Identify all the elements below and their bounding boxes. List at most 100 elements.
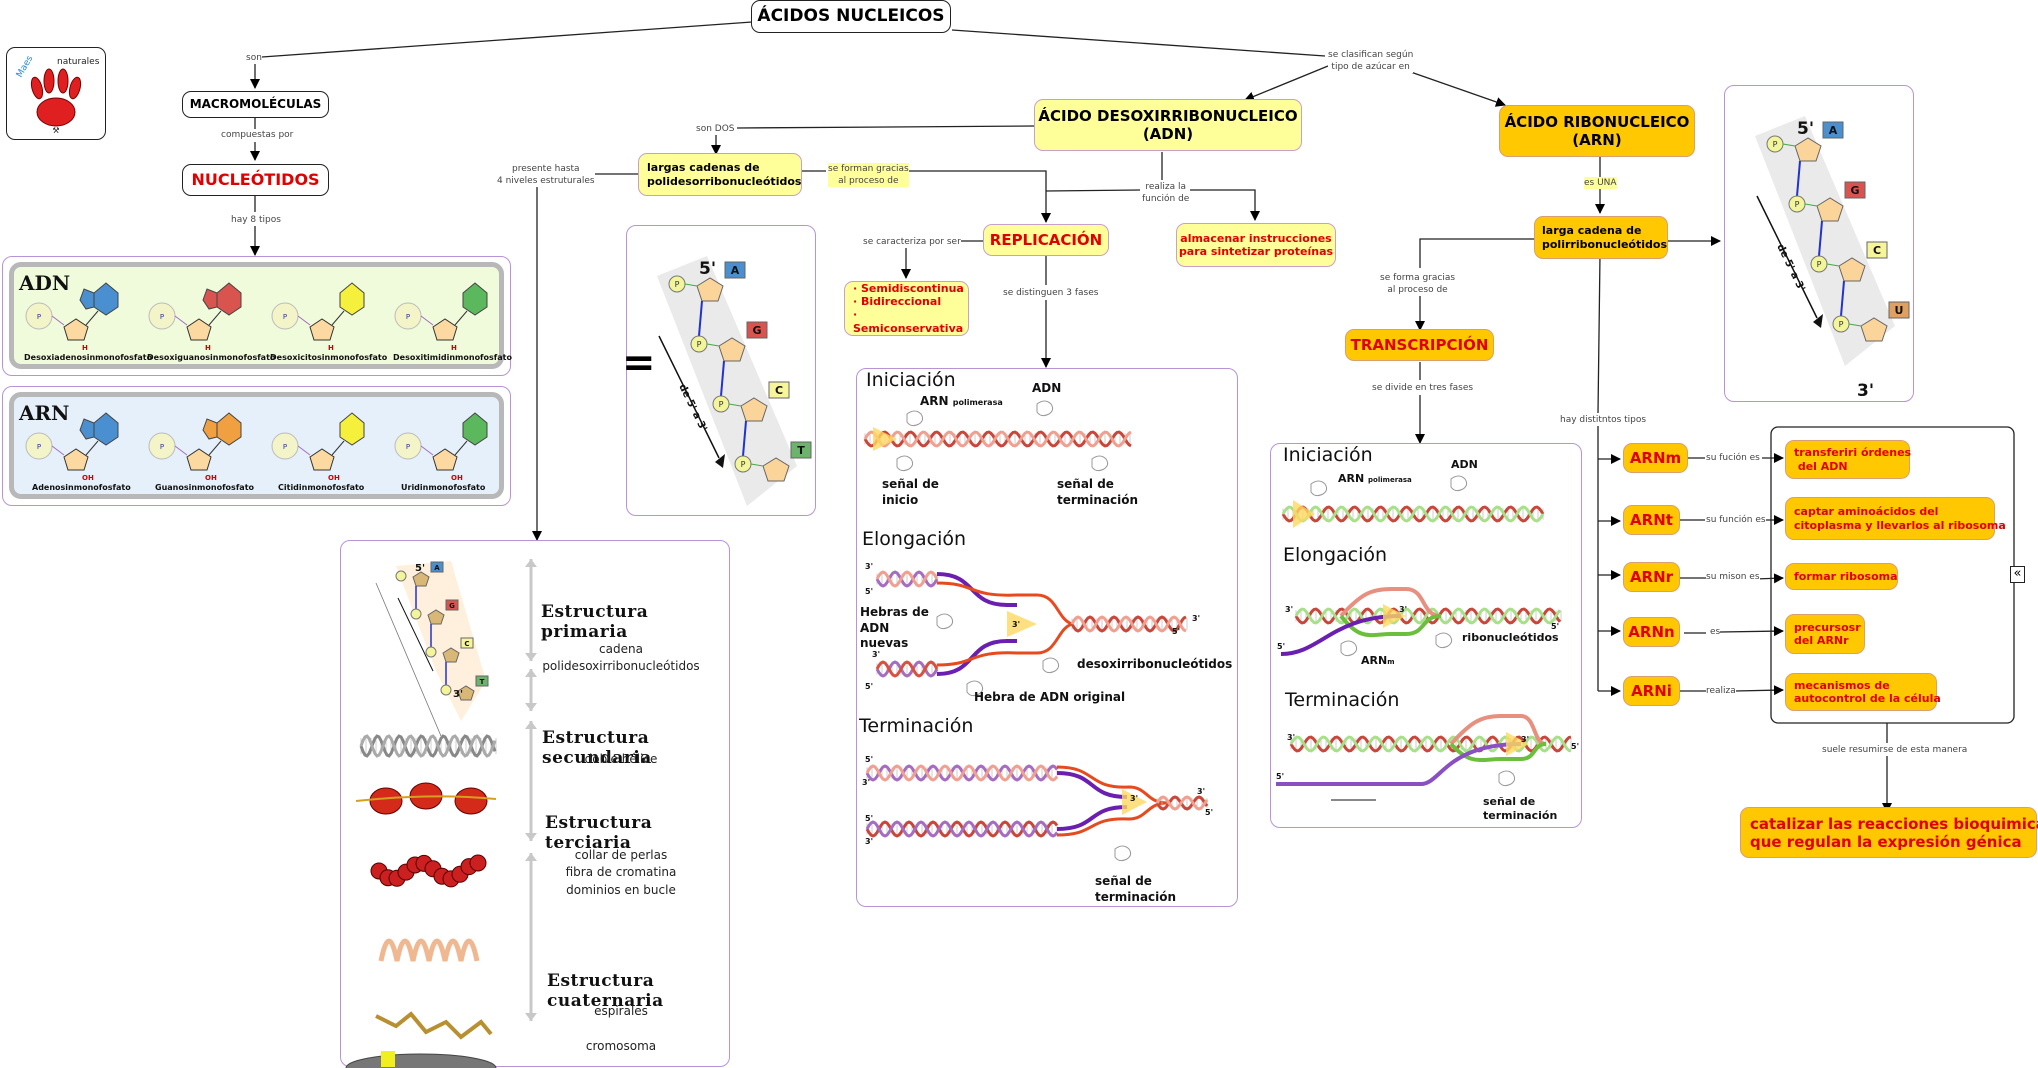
caracteristicas-node[interactable]: · Semidiscontinua · Bidireccional · Semi… — [844, 281, 969, 336]
base-letter: C — [1873, 244, 1881, 257]
original-strand — [1056, 765, 1168, 805]
arn-type-function[interactable]: captar aminoácidos del citoplasma y llev… — [1785, 497, 2006, 540]
pointing-hand-icon — [936, 613, 954, 630]
base-letter: C — [464, 640, 469, 648]
nucleosome-icon — [369, 787, 403, 815]
phosphate-icon — [425, 646, 437, 658]
helix-strand — [875, 660, 939, 678]
strand-shadow — [657, 256, 797, 506]
base-c-icon — [768, 381, 790, 399]
pointing-hand-icon — [896, 455, 914, 472]
arrow-head-icon — [1813, 314, 1823, 328]
arn-type-function[interactable]: formar ribosoma — [1785, 563, 1898, 590]
helix-strand — [1070, 615, 1187, 633]
arn-type-arnm[interactable]: ARNm — [1623, 443, 1688, 473]
base-t-icon — [475, 675, 489, 687]
cadena-arn-node[interactable]: larga cadena de polirribonucleótidos — [1534, 216, 1668, 259]
zoom-line — [375, 582, 442, 737]
coding-strand — [1339, 614, 1442, 638]
nucleotide-heading: ARN — [19, 401, 70, 425]
resumen-node[interactable]: catalizar las reacciones bioquimicas que… — [1740, 807, 2038, 858]
transcripcion-node[interactable]: TRANSCRIPCIÓN — [1345, 329, 1494, 361]
arn-node[interactable]: ÁCIDO RIBONUCLEICO (ARN) — [1499, 105, 1695, 157]
end-label: 5' — [1277, 642, 1285, 651]
arn-type-arnr[interactable]: ARNr — [1623, 562, 1680, 592]
almacenar-node[interactable]: almacenar instrucciones para sintetizar … — [1176, 223, 1336, 267]
end-label: 5' — [1571, 742, 1579, 751]
arn-type-arnt[interactable]: ARNt — [1623, 505, 1680, 535]
sugar-icon — [186, 448, 212, 471]
base-letter: A — [1829, 124, 1838, 137]
end-label: 3' — [872, 650, 880, 659]
link-tres-fases: se divide en tres fases — [1372, 382, 1474, 395]
pointing-hand-icon — [1435, 632, 1453, 649]
base-ring-icon — [339, 282, 365, 316]
coil-icon — [375, 1011, 493, 1040]
arn-type-link: su mison es — [1706, 571, 1760, 584]
sugar-icon — [63, 318, 89, 341]
hebra-original-label: Hebra de ADN original — [974, 690, 1126, 704]
sugar-icon — [1838, 257, 1866, 282]
base-ring-icon — [216, 412, 242, 446]
collapse-button[interactable]: « — [2010, 566, 2025, 583]
nucleotide-name: Desoxiguanosinmonofosfato — [147, 353, 276, 362]
adn-title: ÁCIDO DESOXIRRIBONUCLEICO (ADN) — [1038, 107, 1298, 143]
sugar-mark: H — [328, 344, 334, 352]
pointing-hand-icon — [1036, 400, 1054, 417]
sugar-mark: OH — [205, 474, 217, 482]
adn-label: ADN — [1451, 458, 1478, 471]
pointing-hand-icon — [906, 410, 924, 427]
adn-node[interactable]: ÁCIDO DESOXIRRIBONUCLEICO (ADN) — [1034, 99, 1302, 151]
end-label: 3' — [1192, 614, 1200, 623]
nucleotide-name: Uridinmonofosfato — [401, 483, 486, 492]
title-text: ÁCIDOS NUCLEICOS — [757, 6, 945, 27]
sugar-icon — [309, 448, 335, 471]
resumen-text: catalizar las reacciones bioquimicas que… — [1750, 814, 2038, 851]
nucleotide-name: Citidinmonofosfato — [278, 483, 365, 492]
base-ring-icon — [462, 412, 488, 446]
mrna-strand — [1276, 742, 1522, 786]
three-prime-label: 3' — [1857, 381, 1874, 401]
original-strand — [1056, 801, 1168, 837]
phosphate-icon — [395, 570, 407, 582]
link-3-fases: se distinguen 3 fases — [1003, 287, 1099, 300]
macromoleculas-node[interactable]: MACROMOLÉCULAS — [182, 91, 329, 118]
arn-type-function[interactable]: transferiri órdenes del ADN — [1785, 440, 1911, 479]
svg-text:P: P — [1773, 140, 1778, 149]
level-desc: collar de perlas fibra de cromatina domi… — [565, 848, 677, 897]
arn-type-function[interactable]: mecanismos de autocontrol de la célula — [1785, 673, 1941, 711]
new-strand — [1056, 771, 1128, 799]
arn-type-arnn[interactable]: ARNn — [1623, 617, 1680, 647]
base-c-icon — [1866, 241, 1888, 259]
nucleotidos-node[interactable]: NUCLEÓTIDOS — [182, 164, 329, 196]
title-node[interactable]: ÁCIDOS NUCLEICOS — [751, 0, 951, 33]
desoxirribonucleotidos-label: desoxirribonucleótidos — [1077, 657, 1233, 671]
helix-strand — [875, 570, 939, 588]
svg-text:Maes: Maes — [15, 54, 36, 80]
end-label: 3' — [1197, 787, 1205, 796]
sugar-icon — [427, 609, 445, 625]
base-ring-icon — [462, 282, 488, 316]
replicacion-node[interactable]: REPLICACIÓN — [983, 224, 1109, 256]
cadenas-adn-node[interactable]: largas cadenas de polidesorribonucleótid… — [638, 153, 802, 196]
pointing-hand-icon — [1450, 475, 1468, 492]
strand-shadow — [396, 561, 486, 721]
sugar-icon — [457, 685, 475, 701]
svg-text:P: P — [675, 280, 680, 289]
arn-type-function[interactable]: precursosr del ARNr — [1785, 614, 1865, 654]
nucleotidos-text: NUCLEÓTIDOS — [191, 170, 320, 190]
end-label: 5' — [865, 587, 873, 596]
end-label: 3' — [862, 778, 870, 787]
new-strand — [1056, 805, 1128, 831]
svg-text:P: P — [283, 443, 287, 451]
base-a-icon — [724, 261, 746, 279]
link-tipos-arn: hay distitntos tipos — [1560, 414, 1647, 427]
arn-polimerasa-label: ARN polimerasa — [920, 394, 1003, 408]
level-title: Estructura terciaria — [545, 813, 653, 853]
arn-type-arni[interactable]: ARNi — [1623, 676, 1680, 706]
